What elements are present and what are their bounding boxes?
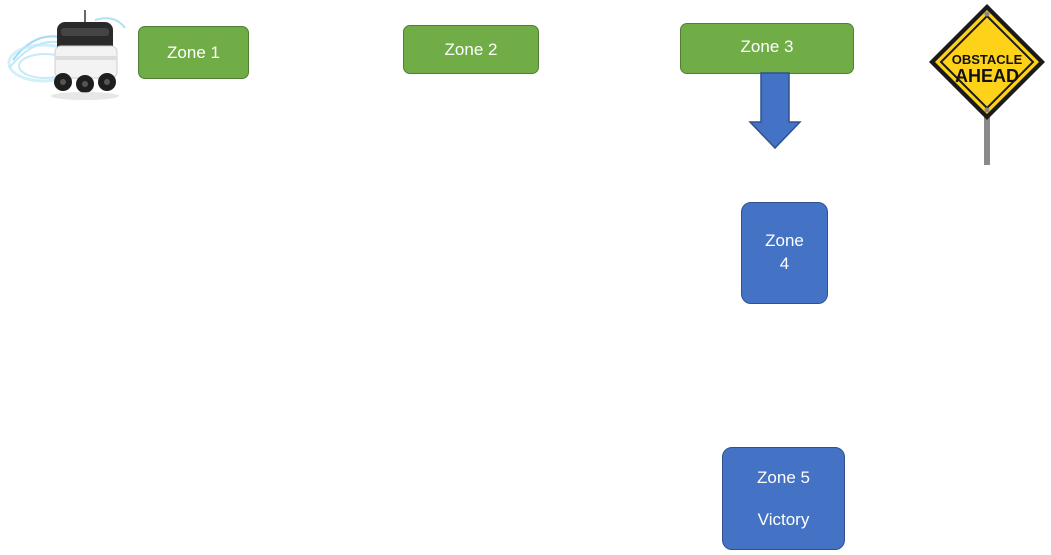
obstacle-sign-icon: OBSTACLE AHEAD [929,4,1045,165]
zone-3-box: Zone 3 [680,23,854,74]
zone-4-label-line1: Zone [765,231,804,251]
sign-line1: OBSTACLE [952,52,1023,67]
down-arrow-icon [748,72,802,150]
zone-5-label: Zone 5 [757,467,810,487]
zone-3-label: Zone 3 [740,37,794,56]
zone-4-label-line2: 4 [779,254,790,273]
delivery-robot-icon [7,10,126,100]
zone-4-box: Zone 4 [741,202,828,304]
zone-2-box: Zone 2 [403,25,539,74]
zone-2-label: Zone 2 [444,39,498,59]
zone-1-label: Zone 1 [167,42,220,62]
zone-1-box: Zone 1 [138,26,249,79]
zone-5-box: Zone 5 Victory [722,447,845,550]
zone-5-victory-label: Victory [757,509,810,529]
sign-line2: AHEAD [955,66,1019,86]
